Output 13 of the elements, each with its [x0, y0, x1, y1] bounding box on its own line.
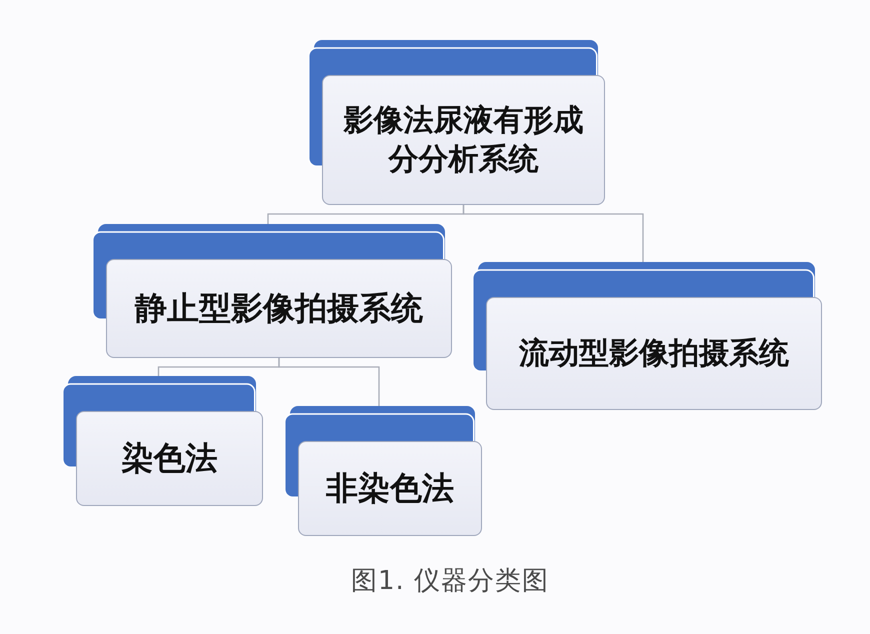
- figure-caption: 图1. 仪器分类图: [350, 565, 550, 598]
- card-label: 静止型影像拍摄系统: [135, 288, 423, 329]
- card-label: 影像法尿液有形成分分析系统: [342, 102, 584, 179]
- category-card: [92, 224, 452, 358]
- category-card: [308, 40, 605, 205]
- card-label: 非染色法: [326, 468, 454, 509]
- category-card: [62, 376, 263, 506]
- card-label: 染色法: [122, 438, 218, 479]
- category-card: [284, 406, 482, 536]
- connector-line: [462, 205, 644, 262]
- card-label: 流动型影像拍摄系统: [519, 335, 789, 373]
- category-card: [472, 262, 822, 410]
- connector-line: [278, 358, 380, 406]
